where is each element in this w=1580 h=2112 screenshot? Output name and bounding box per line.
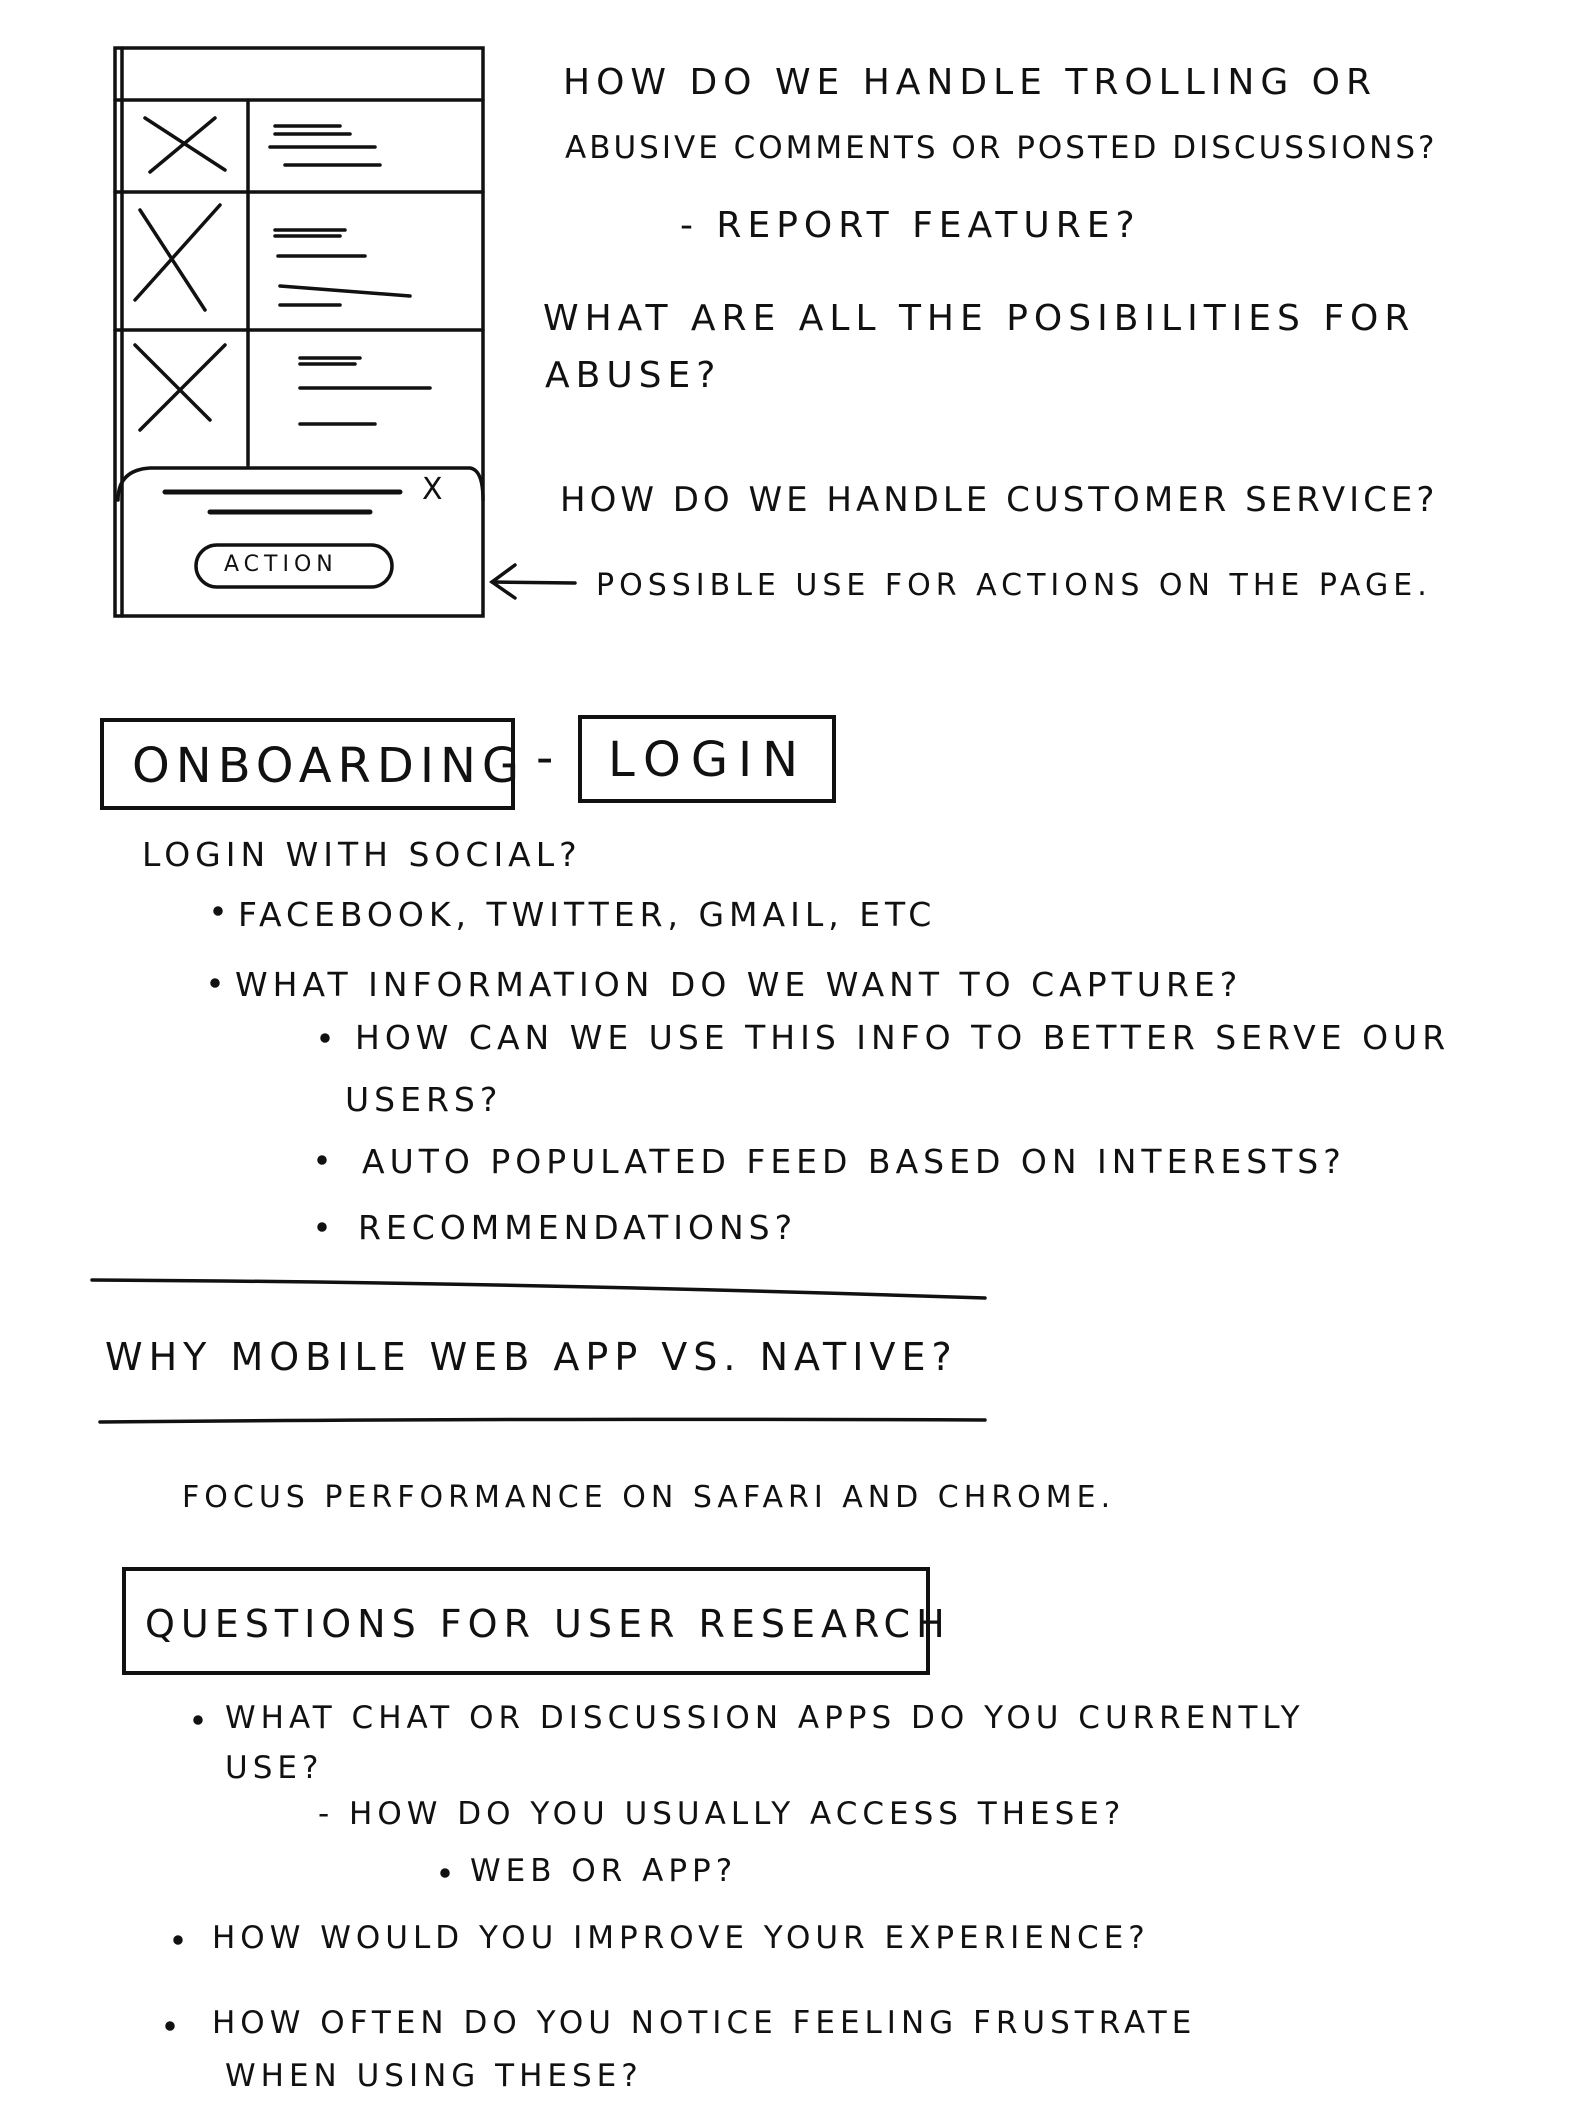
note-login-social: LOGIN WITH SOCIAL? bbox=[142, 835, 582, 874]
sub-bullet-users: USERS? bbox=[345, 1080, 503, 1119]
close-icon: X bbox=[422, 472, 445, 507]
research-q2: HOW WOULD YOU IMPROVE YOUR EXPERIENCE? bbox=[212, 1920, 1150, 1956]
bullet-social-networks: FACEBOOK, TWITTER, GMAIL, ETC bbox=[238, 895, 937, 934]
note-abuse-line1: WHAT ARE ALL THE POSIBILITIES FOR bbox=[543, 298, 1416, 339]
note-trolling-line1: HOW DO WE HANDLE TROLLING OR bbox=[563, 62, 1378, 103]
divider-bottom bbox=[98, 1417, 987, 1424]
sub-bullet-auto-feed: AUTO POPULATED FEED BASED ON INTERESTS? bbox=[362, 1142, 1346, 1181]
action-button-label: ACTION bbox=[224, 552, 338, 577]
login-heading: LOGIN bbox=[608, 732, 809, 788]
note-trolling-line2: ABUSIVE COMMENTS OR POSTED DISCUSSIONS? bbox=[565, 130, 1438, 166]
phone-frame bbox=[113, 46, 485, 618]
research-heading-box bbox=[122, 1567, 930, 1675]
action-sheet bbox=[116, 466, 485, 502]
bullet-capture-info: WHAT INFORMATION DO WE WANT TO CAPTURE? bbox=[235, 965, 1243, 1004]
note-abuse-line2: ABUSE? bbox=[545, 355, 722, 396]
research-q3-line2: WHEN USING THESE? bbox=[225, 2058, 643, 2094]
login-heading-box bbox=[578, 715, 836, 803]
note-customer-service: HOW DO WE HANDLE CUSTOMER SERVICE? bbox=[560, 480, 1439, 520]
onboarding-heading: ONBOARDING bbox=[132, 738, 526, 794]
sub-bullet-recommendations: RECOMMENDATIONS? bbox=[358, 1208, 798, 1247]
mobile-heading: WHY MOBILE WEB APP VS. NATIVE? bbox=[105, 1335, 958, 1379]
note-possible-use: POSSIBLE USE FOR ACTIONS ON THE PAGE. bbox=[596, 568, 1432, 603]
note-report-feature: - REPORT FEATURE? bbox=[680, 205, 1141, 246]
sub-bullet-use-info: HOW CAN WE USE THIS INFO TO BETTER SERVE… bbox=[355, 1018, 1451, 1057]
research-q3-line1: HOW OFTEN DO YOU NOTICE FEELING FRUSTRAT… bbox=[212, 2005, 1197, 2041]
image-placeholder-icon bbox=[133, 343, 227, 432]
heading-dash: - bbox=[536, 730, 560, 786]
research-q1-line2: USE? bbox=[225, 1750, 324, 1786]
arrow-left-icon bbox=[488, 563, 577, 600]
research-heading: QUESTIONS FOR USER RESEARCH bbox=[145, 1602, 951, 1646]
research-q1-sub: - HOW DO YOU USUALLY ACCESS THESE? bbox=[318, 1796, 1126, 1832]
research-q1-line1: WHAT CHAT OR DISCUSSION APPS DO YOU CURR… bbox=[225, 1700, 1305, 1736]
research-q1-subsub: WEB OR APP? bbox=[470, 1853, 738, 1889]
note-focus-performance: FOCUS PERFORMANCE ON SAFARI AND CHROME. bbox=[182, 1480, 1116, 1515]
onboarding-heading-box bbox=[100, 718, 515, 810]
image-placeholder-icon bbox=[143, 116, 227, 174]
image-placeholder-icon bbox=[133, 203, 222, 312]
divider-top bbox=[90, 1278, 987, 1300]
